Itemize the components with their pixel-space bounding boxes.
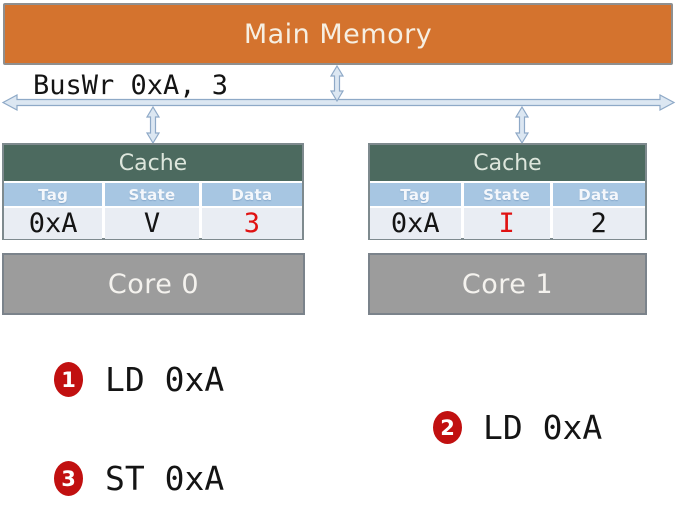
cache1-col-data: Data bbox=[552, 183, 645, 206]
memory-bus-double-arrow-icon bbox=[329, 64, 345, 103]
bus-double-arrow-icon bbox=[1, 93, 676, 112]
cache1-state-value: I bbox=[463, 208, 550, 239]
cache0-state-value: V bbox=[105, 208, 199, 239]
core0-block: Core 0 bbox=[2, 253, 305, 315]
cache1-tag-value: 0xA bbox=[370, 208, 461, 239]
cache0-tag-value: 0xA bbox=[4, 208, 103, 239]
main-memory-label: Main Memory bbox=[243, 18, 433, 50]
cache0-col-state: State bbox=[105, 183, 199, 206]
cache0-table: Cache Tag State Data 0xA V 3 bbox=[2, 143, 304, 240]
bus-transaction-label: BusWr 0xA, 3 bbox=[33, 70, 229, 101]
step3-instruction: ST 0xA bbox=[105, 459, 225, 498]
cache1-column-headers: Tag State Data bbox=[370, 183, 645, 206]
cache0-col-tag: Tag bbox=[4, 183, 103, 206]
step2-instruction: LD 0xA bbox=[483, 408, 603, 447]
cache1-data-value: 2 bbox=[552, 208, 645, 239]
main-memory-block: Main Memory bbox=[3, 3, 673, 65]
cache1-title: Cache bbox=[370, 145, 645, 181]
bus-cache0-double-arrow-icon bbox=[145, 105, 161, 145]
cache0-row: 0xA V 3 bbox=[4, 208, 302, 239]
cache1-row: 0xA I 2 bbox=[370, 208, 645, 239]
cache0-data-value: 3 bbox=[201, 208, 302, 239]
core1-label: Core 1 bbox=[461, 268, 554, 300]
core1-block: Core 1 bbox=[368, 253, 647, 315]
core0-label: Core 0 bbox=[107, 268, 200, 300]
step1-number-badge: 1 bbox=[54, 362, 83, 397]
cache0-col-data: Data bbox=[201, 183, 302, 206]
cache0-title: Cache bbox=[4, 145, 302, 181]
bus-cache1-double-arrow-icon bbox=[514, 105, 530, 145]
cache0-column-headers: Tag State Data bbox=[4, 183, 302, 206]
step2-number-badge: 2 bbox=[433, 411, 462, 444]
cache1-col-tag: Tag bbox=[370, 183, 461, 206]
cache1-col-state: State bbox=[463, 183, 550, 206]
cache1-table: Cache Tag State Data 0xA I 2 bbox=[368, 143, 647, 240]
step3-number-badge: 3 bbox=[54, 461, 83, 496]
step1-instruction: LD 0xA bbox=[105, 360, 225, 399]
